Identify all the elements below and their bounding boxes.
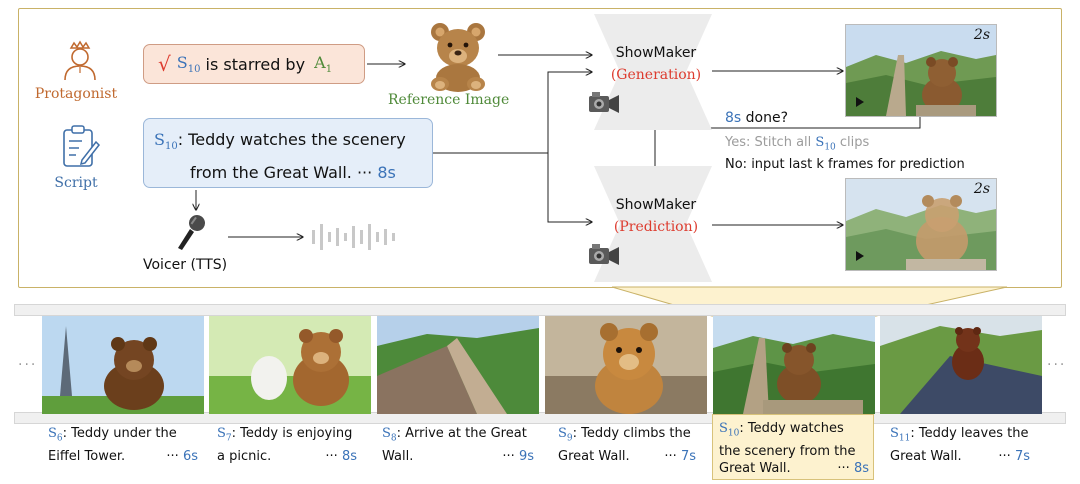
prediction-name: ShowMaker xyxy=(615,197,697,213)
predicted-clip: 2s xyxy=(845,178,997,271)
caption-scene-id: S6 xyxy=(48,426,63,444)
starred-text: is starred by xyxy=(200,54,311,74)
scene-box: S10: Teddy watches the scenery from the … xyxy=(143,118,433,188)
generation-mode: (Generation) xyxy=(610,67,702,83)
prediction-model: ShowMaker (Prediction) xyxy=(596,194,716,238)
starred-box: √ S10 is starred by A1 xyxy=(143,44,365,84)
prediction-mode: (Prediction) xyxy=(613,219,699,235)
caption-s10: S10: Teddy watches the scenery from the … xyxy=(719,421,869,476)
camera-icon xyxy=(589,92,619,113)
caption-s9: S9: Teddy climbs the Great Wall.··· 7s xyxy=(558,426,696,464)
starred-scene: S10 xyxy=(176,52,201,76)
filmstrip-more-right: ··· xyxy=(1047,357,1067,373)
caption-s6: S6: Teddy under the Eiffel Tower.··· 6s xyxy=(48,426,198,464)
protagonist-label: Protagonist xyxy=(34,86,118,102)
predicted-clip-image xyxy=(846,179,996,270)
thumbnail-s7 xyxy=(209,316,371,414)
done-question: 8s done? xyxy=(725,110,789,126)
script-label: Script xyxy=(54,175,98,191)
scene-id: S10 xyxy=(154,130,178,153)
scene-line-1: S10: Teddy watches the scenery xyxy=(154,130,406,153)
scene-duration: 8s xyxy=(377,163,396,183)
yes-branch: Yes: Stitch all S10 clips xyxy=(725,135,870,153)
audio-waveform-icon xyxy=(312,224,395,250)
caption-s7: S7: Teddy is enjoying a picnic.··· 8s xyxy=(217,426,357,464)
pipeline-panel xyxy=(18,8,1062,288)
predicted-clip-duration: 2s xyxy=(973,181,990,197)
caption-scene-id: S8 xyxy=(382,426,397,444)
prediction-model-shape xyxy=(594,166,712,282)
no-branch: No: input last k frames for prediction xyxy=(725,157,965,172)
microphone-icon xyxy=(178,215,205,250)
generated-clip: 2s xyxy=(845,24,997,117)
protagonist-icon xyxy=(64,40,96,81)
generated-clip-duration: 2s xyxy=(973,27,990,43)
highlighted-caption-box xyxy=(712,414,874,480)
voicer-label: Voicer (TTS) xyxy=(143,257,228,273)
thumbnail-s10 xyxy=(713,316,875,414)
thumbnail-s9 xyxy=(545,316,707,414)
script-icon xyxy=(63,125,100,167)
caption-scene-id: S7 xyxy=(217,426,232,444)
thumbnail-s11 xyxy=(880,316,1042,414)
filmstrip-rail-top xyxy=(14,304,1066,316)
generation-model: ShowMaker (Generation) xyxy=(596,42,716,86)
scene-line-2: from the Great Wall. ··· 8s xyxy=(190,163,396,183)
thumbnail-s6 xyxy=(42,316,204,414)
reference-image xyxy=(431,23,485,92)
check-mark: √ xyxy=(158,52,171,76)
caption-scene-id: S11 xyxy=(890,426,911,444)
reference-label: Reference Image xyxy=(388,92,510,108)
generation-model-shape xyxy=(594,14,712,130)
camera-icon-2 xyxy=(589,244,619,265)
filmstrip-more-left: ··· xyxy=(18,357,38,373)
thumbnail-s8 xyxy=(377,316,539,414)
generated-clip-image xyxy=(846,25,996,116)
caption-scene-id: S10 xyxy=(719,421,740,439)
starred-actor: A1 xyxy=(314,52,333,76)
generation-name: ShowMaker xyxy=(615,45,697,61)
caption-s11: S11: Teddy leaves the Great Wall.··· 7s xyxy=(890,426,1030,464)
caption-scene-id: S9 xyxy=(558,426,573,444)
caption-s8: S8: Arrive at the Great Wall.··· 9s xyxy=(382,426,534,464)
